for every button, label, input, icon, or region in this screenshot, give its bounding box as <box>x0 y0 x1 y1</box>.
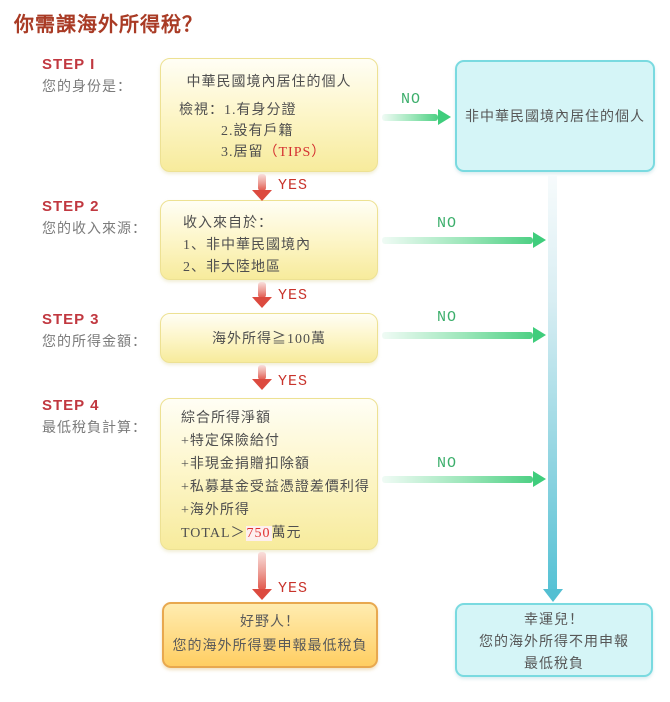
yes-arrow-step3 <box>258 365 266 380</box>
right-arrow-icon <box>533 471 546 487</box>
exempt-line-2: 您的海外所得不用申報 <box>479 635 629 650</box>
page-title: 你需課海外所得稅？ <box>14 14 203 36</box>
identity-check-3-tips: （TIPS） <box>263 145 327 160</box>
step3-caption: 您的所得金額： <box>42 335 147 350</box>
yes-label-step4: YES <box>278 580 309 597</box>
identity-check-3: 3.居留（TIPS） <box>221 142 377 163</box>
income-line-3: 2、非大陸地區 <box>183 260 281 275</box>
step2-caption: 您的收入來源： <box>42 222 147 237</box>
step1-id: STEP I <box>42 56 96 73</box>
income-line-1: 收入來自於： <box>183 216 273 231</box>
step1-label-group: STEP I 您的身份是： <box>42 56 162 96</box>
no-label-step1: NO <box>401 91 422 108</box>
calc-total-suffix: 萬元 <box>271 526 302 541</box>
identity-check-2: 2.設有戶籍 <box>221 124 294 139</box>
down-arrow-icon <box>252 297 272 308</box>
no-arrow-step4 <box>382 476 533 483</box>
down-arrow-icon <box>252 589 272 600</box>
calc-total-line: TOTAL＞750萬元 <box>181 522 377 545</box>
right-arrow-icon <box>533 327 546 343</box>
right-arrow-icon <box>438 109 451 125</box>
step4-caption: 最低稅負計算： <box>42 421 147 436</box>
box-identity: 中華民國境內居住的個人 檢視：1.有身分證 2.設有戶籍 3.居留（TIPS） <box>160 58 378 172</box>
merge-flow-line <box>548 175 557 589</box>
box-tax-calc: 綜合所得淨額 +特定保險給付 +非現金捐贈扣除額 +私募基金受益憑證差價利得 +… <box>160 398 378 550</box>
step3-id: STEP 3 <box>42 311 100 328</box>
calc-line-4: +私募基金受益憑證差價利得 <box>181 480 370 495</box>
no-label-step2: NO <box>437 215 458 232</box>
box-income-source: 收入來自於： 1、非中華民國境內 2、非大陸地區 <box>160 200 378 280</box>
no-arrow-step3 <box>382 332 533 339</box>
yes-label-step2: YES <box>278 287 309 304</box>
box-exempt-result: 幸運兒！ 您的海外所得不用申報 最低稅負 <box>455 603 653 677</box>
calc-total-prefix: TOTAL＞ <box>181 526 246 541</box>
calc-line-5: +海外所得 <box>181 503 250 518</box>
identity-check-1: 檢視：1.有身分證 <box>179 103 297 118</box>
taxable-line-2: 您的海外所得要申報最低稅負 <box>172 639 368 654</box>
calc-line-3: +非現金捐贈扣除額 <box>181 457 310 472</box>
no-arrow-step2 <box>382 237 533 244</box>
nonresident-text: 非中華民國境內居住的個人 <box>465 110 645 125</box>
yes-label-step1: YES <box>278 177 309 194</box>
down-arrow-icon <box>252 379 272 390</box>
taxable-line-1: 好野人！ <box>240 615 300 630</box>
yes-arrow-step2 <box>258 282 266 298</box>
no-label-step4: NO <box>437 455 458 472</box>
exempt-line-3: 最低稅負 <box>524 657 584 672</box>
amount-text: 海外所得≧100萬 <box>212 332 326 347</box>
exempt-line-1: 幸運兒！ <box>524 613 584 628</box>
down-arrow-icon <box>252 190 272 201</box>
right-arrow-icon <box>533 232 546 248</box>
box-income-amount: 海外所得≧100萬 <box>160 313 378 363</box>
box-nonresident: 非中華民國境內居住的個人 <box>455 60 655 172</box>
step2-label-group: STEP 2 您的收入來源： <box>42 198 162 238</box>
step4-id: STEP 4 <box>42 397 100 414</box>
step3-label-group: STEP 3 您的所得金額： <box>42 311 162 351</box>
no-arrow-step1 <box>382 114 438 121</box>
box-taxable-result: 好野人！ 您的海外所得要申報最低稅負 <box>162 602 378 668</box>
no-label-step3: NO <box>437 309 458 326</box>
identity-check-3-text: 3.居留 <box>221 145 264 160</box>
calc-line-1: 綜合所得淨額 <box>181 411 271 426</box>
calc-total-value: 750 <box>245 526 272 541</box>
yes-label-step3: YES <box>278 373 309 390</box>
yes-arrow-step4 <box>258 552 266 590</box>
identity-title: 中華民國境內居住的個人 <box>186 75 352 90</box>
step4-label-group: STEP 4 最低稅負計算： <box>42 397 162 437</box>
yes-arrow-step1 <box>258 174 266 191</box>
down-arrow-icon <box>543 589 563 602</box>
calc-line-2: +特定保險給付 <box>181 434 280 449</box>
income-line-2: 1、非中華民國境內 <box>183 238 311 253</box>
step1-caption: 您的身份是： <box>42 80 132 95</box>
step2-id: STEP 2 <box>42 198 100 215</box>
